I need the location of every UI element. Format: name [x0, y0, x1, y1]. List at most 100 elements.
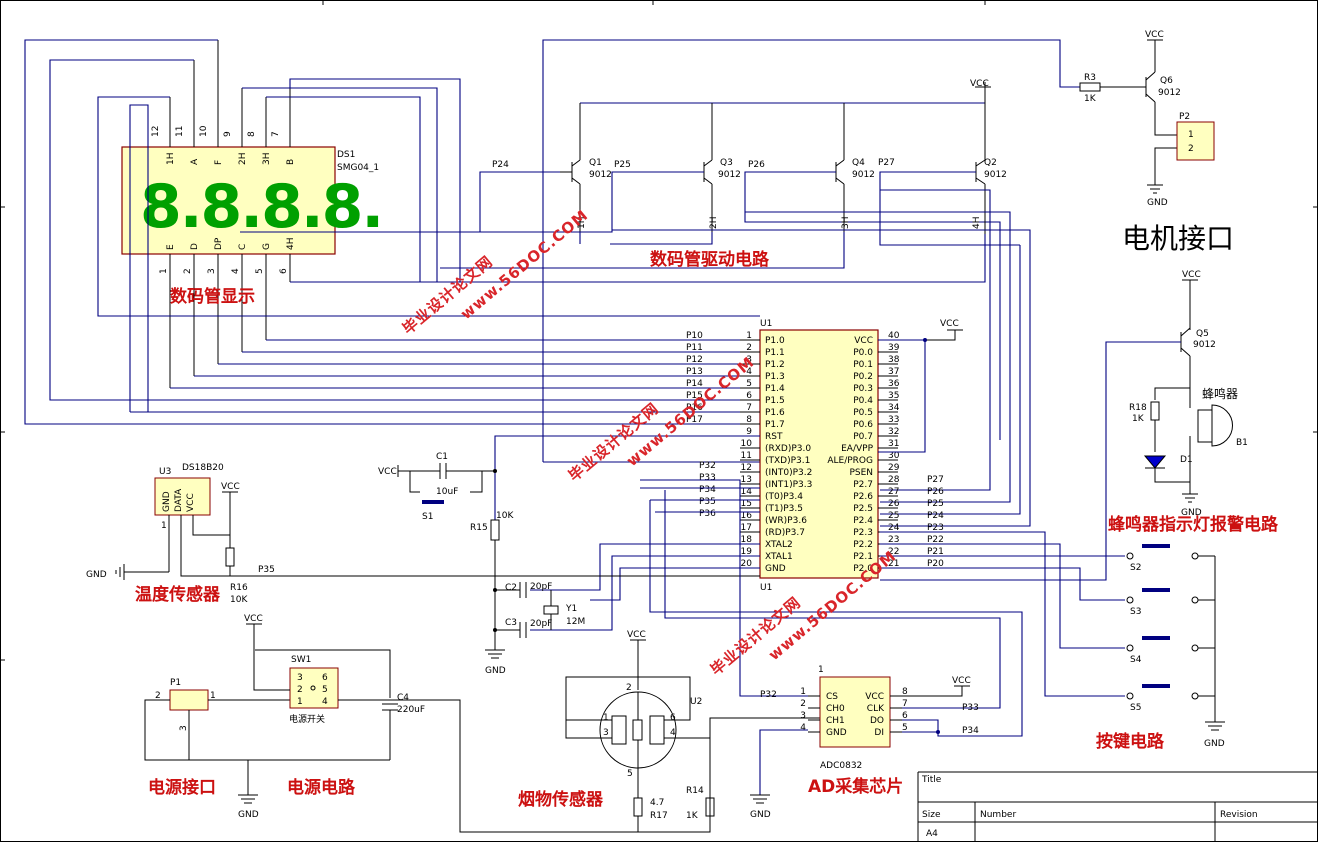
ds1-pin-1: 1	[159, 268, 169, 274]
u1-pin-name: P2.0	[853, 564, 873, 574]
sw-pin4: 4	[322, 697, 328, 707]
ds1-label-4h: 4H	[286, 238, 296, 251]
u1-pin-number: 8	[746, 415, 752, 425]
u1-pin-number: 24	[888, 523, 900, 533]
gnd-label-ds18: GND	[86, 570, 107, 580]
q2-out: 4H	[972, 217, 982, 230]
u1-pin-number: 9	[746, 427, 752, 437]
u1-pin-name: EA/VPP	[841, 444, 873, 454]
u1-ref-top: U1	[760, 319, 772, 329]
u1-pin-name: P0.3	[853, 384, 873, 394]
vcc-label-buzzer: VCC	[1182, 270, 1201, 280]
key-terminal	[1191, 692, 1199, 700]
u3-ref: U3	[159, 467, 171, 477]
u1-pin-name: (T1)P3.5	[765, 504, 803, 514]
y1-value: 12M	[566, 617, 585, 627]
gnd-label-power: GND	[238, 810, 259, 820]
ds1-pin-9: 9	[223, 131, 233, 137]
adc-pin-name: CH0	[826, 704, 845, 714]
ds18-pin-gnd: GND	[162, 491, 172, 512]
u1-pin-number: 37	[888, 367, 899, 377]
u1-pin-name: P2.7	[853, 480, 873, 490]
block-titles: 数码管显示 数码管驱动电路 电机接口 蜂鸣器指示灯报警电路 按键电路 温度传感器…	[135, 222, 1279, 810]
ds1-label-a: A	[190, 158, 200, 165]
vcc-label-q6: VCC	[1145, 30, 1164, 40]
adc-pin-name: DO	[870, 716, 884, 726]
u1-pin-name: RST	[765, 432, 783, 442]
u1-pin-number: 17	[741, 523, 752, 533]
ds1-ref: DS1	[337, 150, 355, 160]
c1-value: 10uF	[436, 487, 458, 497]
p1-pin3: 3	[179, 725, 189, 731]
u1-pin-name: P0.4	[853, 396, 873, 406]
adc-pin-name: CLK	[867, 704, 885, 714]
q3-net: P25	[614, 160, 631, 170]
q2-transistor: P27 Q2 9012 4H	[878, 158, 1020, 246]
u1-net-p3: P34	[699, 485, 716, 495]
reset-circuit: VCC C1 10uF S1 10K R15	[378, 435, 760, 650]
u1-pin-name: P1.2	[765, 360, 785, 370]
ds1-label-1h: 1H	[166, 153, 176, 166]
adc-part: ADC0832	[820, 761, 862, 771]
key-terminal	[1191, 596, 1199, 604]
ds18-pin-vcc: VCC	[186, 493, 196, 512]
sw-pin6: 6	[322, 673, 328, 683]
q1-transistor: P24 Q1 9012 1H	[479, 103, 612, 233]
title-temp: 温度传感器	[135, 584, 221, 605]
adc-pin-number: 8	[902, 687, 908, 697]
ds1-label-dp: DP	[214, 237, 224, 250]
ds1-pin-10: 10	[199, 125, 209, 137]
u1-pin-name: P2.1	[853, 552, 873, 562]
y1-ref: Y1	[565, 604, 577, 614]
u1-pin-name: (INT1)P3.3	[765, 480, 812, 490]
u1-pin-name: XTAL2	[765, 540, 793, 550]
ds1-label-3h: 3H	[262, 153, 272, 166]
u1-pin-number: 21	[888, 559, 899, 569]
ds1-pin-3: 3	[207, 268, 217, 274]
u2-pin3: 3	[603, 728, 609, 738]
u1-pin-number: 6	[746, 391, 752, 401]
ds18-pin1-num: 1	[161, 521, 167, 531]
u1-pin-name: XTAL1	[765, 552, 793, 562]
adc-net-clk: P33	[962, 703, 979, 713]
u1-pin-name: P0.7	[853, 432, 873, 442]
u1-net-p1: P12	[686, 355, 703, 365]
u1-pin-name: P1.5	[765, 396, 785, 406]
u1-pin-number: 32	[888, 427, 899, 437]
u1-pin-number: 36	[888, 379, 900, 389]
u1-pin-number: 20	[741, 559, 753, 569]
title-field: Title	[921, 775, 942, 785]
q1-ref: Q1	[589, 158, 602, 168]
q4-transistor: P26 Q4 9012 3H	[440, 103, 1001, 440]
r15-ref: R15	[470, 523, 488, 533]
p1-ref: P1	[170, 678, 181, 688]
u1-pin-number: 12	[741, 463, 752, 473]
sw1-switch	[289, 667, 339, 709]
q2-net: P27	[878, 158, 895, 168]
u1-net-p3: P33	[699, 473, 716, 483]
key-terminal	[1191, 552, 1199, 560]
u1-net-p2: P21	[927, 547, 944, 557]
q3-part: 9012	[718, 170, 741, 180]
u1-pin-number: 13	[741, 475, 752, 485]
adc-pin-name: DI	[874, 728, 884, 738]
q2-part: 9012	[984, 170, 1007, 180]
adc-corner-pin: 1	[818, 665, 824, 675]
u2-pin2: 2	[626, 683, 632, 693]
q5-ref: Q5	[1196, 329, 1209, 339]
u1-net-p2: P23	[927, 523, 944, 533]
q6-ref: Q6	[1160, 76, 1173, 86]
b1-ref: B1	[1236, 438, 1248, 448]
title-smoke: 烟物传感器	[518, 789, 604, 810]
ds1-pin-11: 11	[175, 126, 185, 137]
adc-pin-name: GND	[826, 728, 847, 738]
gnd-label-adc: GND	[750, 810, 771, 820]
u1-pin-number: 23	[888, 535, 899, 545]
title-seg-driver: 数码管驱动电路	[650, 249, 770, 270]
sw-pin5: 5	[322, 685, 328, 695]
u1-net-p1: P17	[686, 415, 703, 425]
p2-connector	[1176, 121, 1215, 161]
u1-net-p2: P20	[927, 559, 944, 569]
buzzer-circuit: VCC Q5 9012 R18 1K D1 蜂鸣器 B1 GND	[880, 270, 1248, 581]
